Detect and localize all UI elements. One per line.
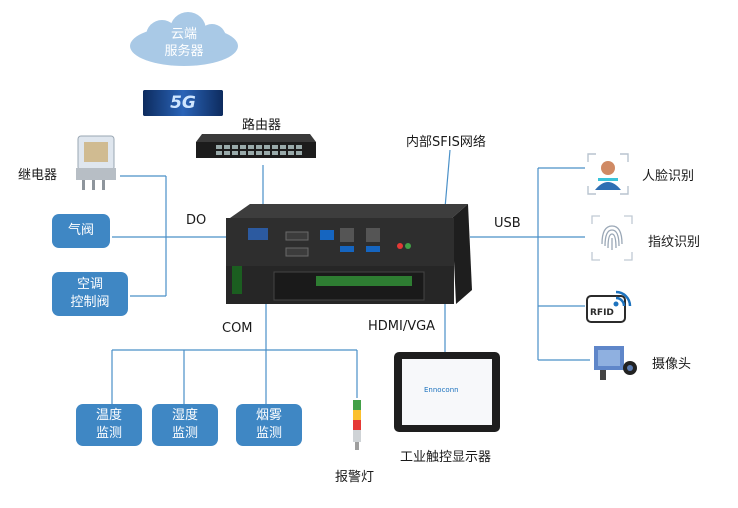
network-5g-badge: 5G (143, 90, 223, 116)
cloud-label-line1: 云端 (170, 27, 197, 42)
fingerprint-label: 指纹识别 (648, 235, 701, 250)
rfid-label: RFID (590, 308, 614, 318)
hdmi-port-label: HDMI/VGA (368, 319, 436, 334)
rfid-device: RFID (586, 286, 634, 326)
alarm-light-label: 报警灯 (335, 470, 375, 485)
relay-icon (76, 135, 116, 190)
face-recognition-label: 人脸识别 (642, 169, 695, 184)
humidity-monitor-box: 湿度 监测 (152, 404, 218, 446)
com-port-label: COM (222, 321, 253, 336)
touch-display-label: 工业触控显示器 (400, 450, 492, 465)
touch-display-device: Ennoconn (394, 352, 500, 432)
smoke-monitor-line1: 烟雾 (255, 408, 282, 423)
router-device (196, 130, 316, 162)
alarm-light-device (350, 398, 364, 454)
valve-label: 气阀 (67, 223, 94, 238)
temperature-monitor-line1: 温度 (95, 408, 122, 423)
camera-label: 摄像头 (652, 357, 692, 372)
network-5g-text: 5G (170, 93, 196, 113)
touch-display-icon (394, 352, 500, 432)
temperature-monitor-box: 温度 监测 (76, 404, 142, 446)
ac-valve-label-line1: 空调 (76, 277, 103, 292)
relay-device (70, 130, 122, 192)
relay-label: 继电器 (18, 168, 58, 183)
valve-box: 气阀 (52, 214, 110, 248)
ac-valve-label-line2: 控制阀 (70, 295, 110, 310)
smoke-monitor-box: 烟雾 监测 (236, 404, 302, 446)
temperature-monitor-line2: 监测 (95, 426, 122, 441)
fingerprint-device (590, 214, 634, 262)
humidity-monitor-line2: 监测 (171, 426, 198, 441)
fingerprint-icon (591, 215, 633, 261)
display-brand: Ennoconn (424, 386, 459, 394)
usb-port-label: USB (494, 216, 521, 231)
camera-icon (594, 346, 637, 380)
cloud-icon (130, 12, 238, 66)
humidity-monitor-line1: 湿度 (171, 408, 198, 423)
cloud-server: 云端 服务器 (124, 12, 244, 72)
alarm-light-icon (353, 400, 361, 450)
smoke-monitor-line2: 监测 (255, 426, 282, 441)
internal-network-label: 内部SFIS网络 (406, 135, 486, 150)
camera-device (590, 344, 638, 382)
industrial-pc-icon (226, 204, 472, 304)
ac-valve-box: 空调 控制阀 (52, 272, 128, 316)
router-icon (196, 134, 316, 158)
face-recognition-device (586, 152, 630, 196)
face-recognition-icon (587, 153, 629, 195)
industrial-pc (222, 200, 474, 308)
router-label: 路由器 (242, 118, 282, 133)
rfid-icon (586, 290, 632, 323)
cloud-label-line2: 服务器 (164, 44, 204, 59)
do-port-label: DO (186, 213, 207, 228)
